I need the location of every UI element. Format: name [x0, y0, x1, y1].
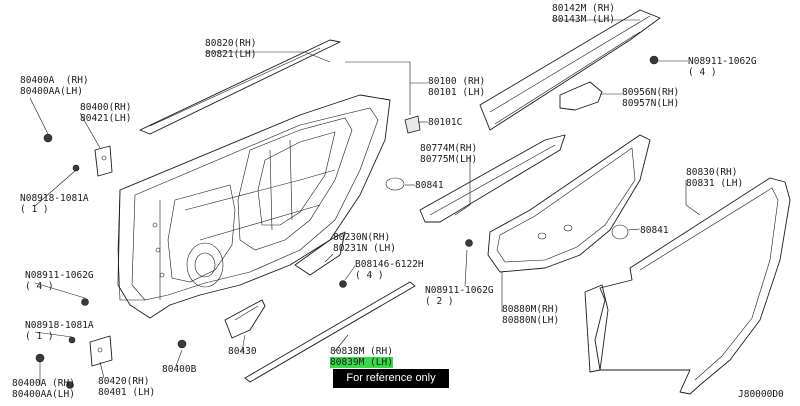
label-08911-left: N08911-1062G ( 4 ) [25, 270, 94, 292]
label-80420: 80420(RH) 80401 (LH) [98, 376, 156, 398]
door-outer-edge [117, 189, 145, 301]
door-check-80430 [224, 299, 266, 339]
label-80830: 80830(RH) 80831 (LH) [686, 167, 744, 189]
label-08918-bot: N08918-1081A ( 1 ) [25, 320, 94, 342]
label-80100: 80100 (RH) 80101 (LH) [428, 76, 486, 98]
bolt-icons [35, 55, 659, 389]
seal-bottom-piece [584, 284, 609, 373]
bracket-80956n [559, 81, 603, 111]
regulator-80230n [294, 231, 346, 276]
diagram-code: J80000D0 [738, 389, 784, 400]
label-80956n: 80956N(RH) 80957N(LH) [622, 87, 680, 109]
reference-only-banner: For reference only [333, 369, 449, 388]
label-80880m: 80880M(RH) 80880N(LH) [502, 304, 560, 326]
label-80142m: 80142M (RH) 80143M (LH) [552, 3, 615, 25]
label-80838m: 80838M (RH) 80839M (LH) [330, 346, 393, 368]
label-80400: 80400(RH) 80421(LH) [80, 102, 132, 124]
label-80430: 80430 [228, 346, 257, 357]
label-80101c: 80101C [428, 117, 463, 128]
window-moulding-upper [139, 39, 341, 135]
plug-80841-a [385, 177, 405, 191]
label-80841-b: 80841 [640, 225, 669, 236]
hinge-lower [89, 335, 113, 367]
label-08918-top: N08918-1081A ( 1 ) [20, 193, 89, 215]
window-moulding-lower [244, 281, 416, 383]
label-08146: B08146-6122H ( 4 ) [355, 259, 424, 281]
highlighted-part: 80839M (LH) [330, 357, 393, 368]
door-seal-inner [487, 134, 651, 273]
leader-lines [29, 19, 701, 385]
glass-run-rail-lower [419, 134, 566, 223]
label-80820: 80820(RH) 80821(LH) [205, 38, 257, 60]
label-08911-mid: N08911-1062G ( 2 ) [425, 285, 494, 307]
hinge-upper [94, 145, 113, 177]
label-80774m: 80774M(RH) 80775M(LH) [420, 143, 478, 165]
plug-80841-b [611, 224, 629, 240]
label-80230n: 80230N(RH) 80231N (LH) [333, 232, 396, 254]
door-inner-panel [117, 94, 391, 319]
clip-80101c [404, 115, 421, 134]
door-seal-outer [594, 177, 791, 395]
label-80841-a: 80841 [415, 180, 444, 191]
label-80400b: 80400B [162, 364, 197, 375]
label-08911-top: N08911-1062G ( 4 ) [688, 56, 757, 78]
glass-run-rail-upper [479, 9, 661, 131]
label-80400a-bot: 80400A (RH) 80400AA(LH) [12, 378, 75, 400]
label-80400a-top: 80400A (RH) 80400AA(LH) [20, 75, 89, 97]
